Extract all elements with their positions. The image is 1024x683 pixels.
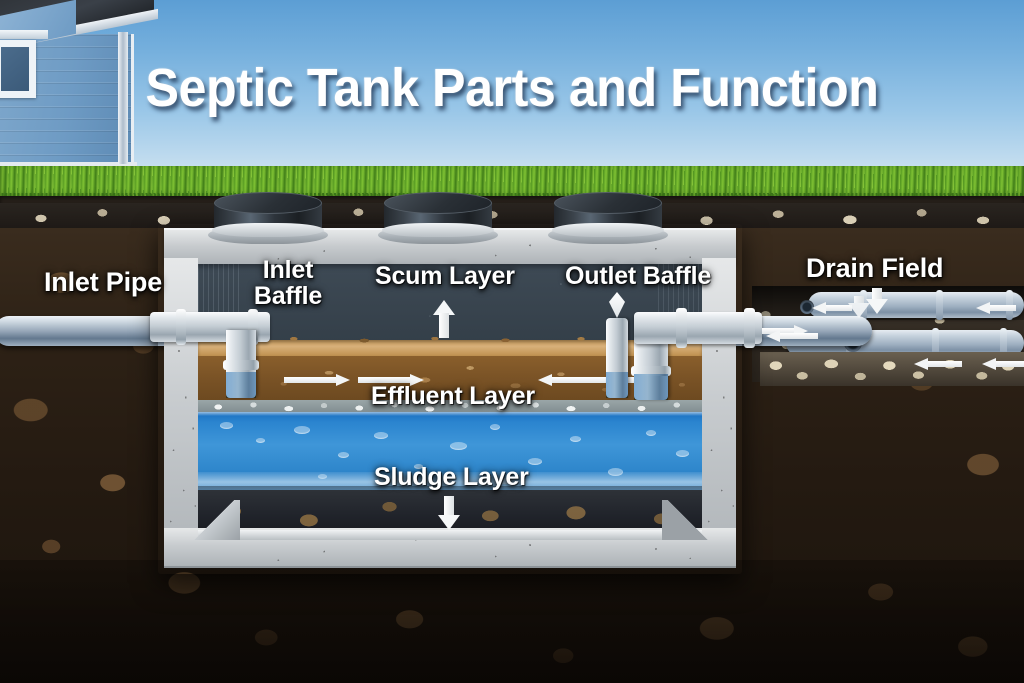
page-title: Septic Tank Parts and Function [145,58,879,118]
inlet-baffle-coupling [223,360,259,370]
outlet-pipe-coupling-1 [676,308,687,348]
house-gutter [118,32,128,164]
sludge-layer-pointer-arrow [438,496,460,530]
drain-field-arrow-5 [982,358,1024,370]
label-sludge-layer: Sludge Layer [374,463,529,491]
label-outlet-baffle: Outlet Baffle [565,262,712,290]
drain-field-pipe-opening-2 [800,300,814,314]
access-riser-3 [548,188,668,244]
drain-field-arrow-4 [914,358,962,370]
tank-bevel-left [192,500,240,540]
house-illustration [0,0,158,188]
foam-interface-layer [198,400,702,414]
outlet-tee-submerged-tint [634,374,668,400]
outlet-pipe-horizontal [634,312,762,344]
window-sill [0,30,48,39]
access-riser-1 [208,188,328,244]
sky-background [0,0,1024,186]
scum-layer-pointer-arrow [433,300,455,338]
outlet-standpipe-submerged-tint [606,372,628,398]
drain-field-arrow-1 [766,330,818,342]
scum-crust-layer [198,336,702,356]
access-riser-2 [378,188,498,244]
gravel-band-layer [0,203,1024,231]
drain-field-pointer-arrow [848,296,870,318]
label-scum-layer: Scum Layer [375,262,515,290]
outlet-pipe-coupling-2 [744,308,755,348]
inlet-baffle-submerged-tint [226,372,256,398]
scum-flow-arrow-right-1 [284,374,350,386]
label-inlet-baffle: Inlet Baffle [253,256,323,310]
septic-tank [164,228,736,568]
lawn-grass [0,166,1024,203]
deep-soil-layer [0,560,1024,683]
drain-field-arrow-6 [976,302,1016,314]
house-window [0,40,36,98]
effluent-water-line [198,412,702,416]
drain-field-gravel-bed [760,352,1024,386]
label-inlet-pipe: Inlet Pipe [44,267,163,297]
inlet-pipe-coupling-2 [248,309,258,345]
label-effluent-layer: Effluent Layer [371,382,535,410]
tank-floor-surface [198,530,702,540]
label-drain-field: Drain Field [806,253,944,283]
tank-bevel-right [662,500,710,540]
tank-interior [198,264,702,530]
scum-flow-arrow-left-1 [538,374,634,386]
drain-field-arrow-2 [812,302,852,314]
drain-field-arrow-3 [866,288,888,314]
scum-flow-arrow-right-2 [358,374,424,386]
inlet-pipe-coupling-1 [176,309,186,345]
outlet-tee-coupling [631,366,671,376]
